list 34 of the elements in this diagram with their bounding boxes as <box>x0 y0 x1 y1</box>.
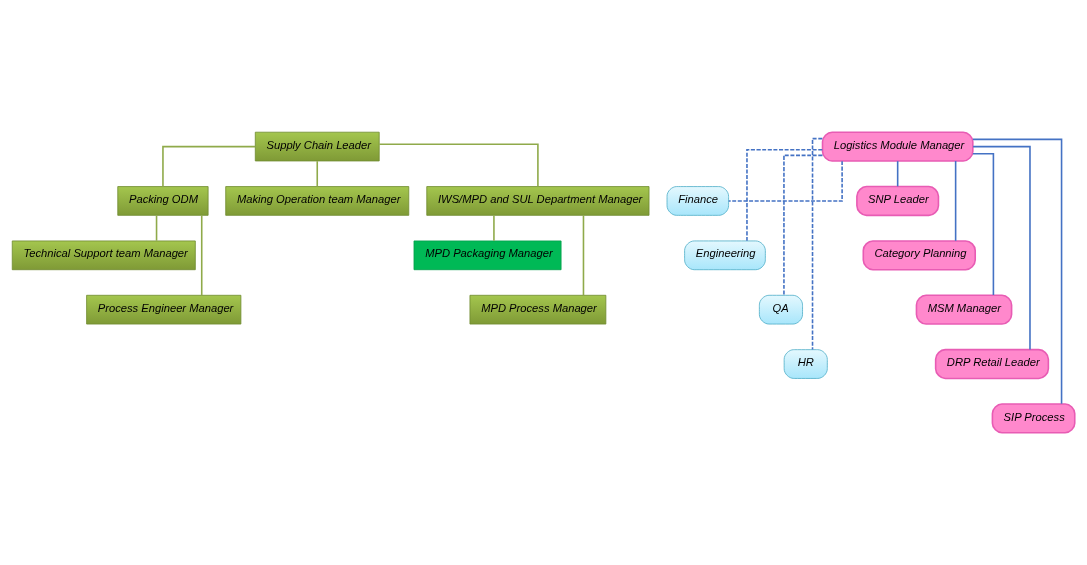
node-box: Process Engineer Manager <box>86 294 242 325</box>
connector <box>316 160 319 188</box>
node-box: SNP Leader <box>856 185 940 217</box>
node-box: Engineering <box>684 240 766 271</box>
connector <box>155 214 158 242</box>
connector <box>896 160 899 188</box>
connector <box>378 143 539 188</box>
connector <box>493 214 495 242</box>
connector <box>954 160 957 242</box>
node-box: IWS/MPD and SUL Department Manager <box>426 186 650 216</box>
node-box: MPD Packaging Manager <box>413 240 562 271</box>
node-box: Finance <box>666 186 729 216</box>
connector <box>811 137 824 351</box>
node-box: Packing ODM <box>117 186 209 216</box>
connector <box>200 214 203 296</box>
node-box: DRP Retail Leader <box>934 348 1050 380</box>
connector <box>972 153 995 296</box>
node-box: HR <box>783 349 828 379</box>
connector <box>582 214 585 296</box>
node-box: Logistics Module Manager <box>821 131 974 162</box>
connector <box>972 145 1031 351</box>
node-box: SIP Process <box>991 403 1076 434</box>
connector <box>727 160 843 202</box>
connector <box>746 149 824 242</box>
connector <box>162 145 256 188</box>
node-box: MSM Manager <box>915 294 1013 325</box>
connector <box>972 138 1063 405</box>
node-box: Supply Chain Leader <box>254 131 380 162</box>
node-box: Making Operation team Manager <box>225 186 410 216</box>
connector <box>783 154 824 296</box>
node-box: QA <box>758 294 803 325</box>
node-box: MPD Process Manager <box>469 294 607 325</box>
node-box: Category Planning <box>862 240 976 271</box>
node-box: Technical Support team Manager <box>11 240 196 271</box>
